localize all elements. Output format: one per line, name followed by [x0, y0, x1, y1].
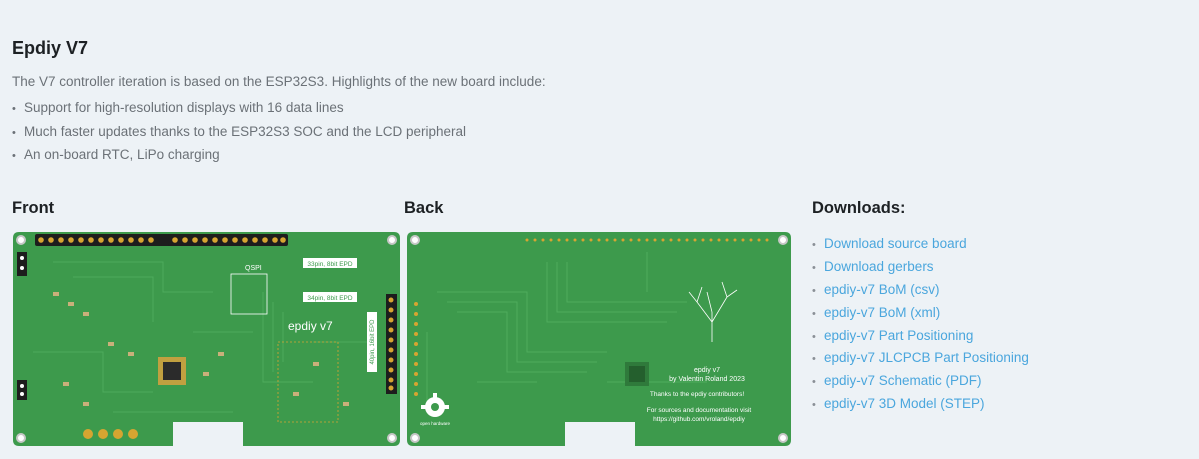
back-thanks: Thanks to the epdiy contributors! — [650, 391, 744, 398]
bullet-icon: • — [12, 103, 16, 115]
list-item: • Download source board — [812, 236, 1029, 259]
bullet-icon: • — [12, 150, 16, 162]
list-item: • epdiy-v7 JLCPCB Part Positioning — [812, 350, 1029, 373]
bullet-icon: • — [812, 307, 816, 320]
page-title: Epdiy V7 — [12, 38, 89, 58]
front-connector-label-mid: 34pin, 8bit EPD — [307, 295, 352, 302]
front-board-label: epdiy v7 — [288, 319, 333, 333]
bullet-icon: • — [812, 330, 816, 343]
pcb-back-image[interactable]: epdiy v7 by Valentin Roland 2023 Thanks … — [407, 232, 791, 446]
highlight-text: An on-board RTC, LiPo charging — [24, 147, 220, 162]
bom-csv-link[interactable]: epdiy-v7 BoM (csv) — [824, 281, 940, 297]
front-connector-label-side: 40pin, 16bit EPD — [370, 319, 376, 365]
download-source-board-link[interactable]: Download source board — [824, 236, 967, 251]
list-item: • epdiy-v7 BoM (xml) — [812, 305, 1029, 328]
back-sources: For sources and documentation visit — [647, 407, 752, 414]
list-item: • Support for high-resolution displays wi… — [12, 100, 466, 124]
list-item: • epdiy-v7 Part Positioning — [812, 328, 1029, 351]
bullet-icon: • — [812, 239, 816, 251]
svg-text:open hardware: open hardware — [420, 421, 451, 426]
highlight-text: Support for high-resolution displays wit… — [24, 100, 344, 115]
schematic-pdf-link[interactable]: epdiy-v7 Schematic (PDF) — [824, 373, 982, 389]
bullet-icon: • — [812, 261, 816, 274]
3d-model-step-link[interactable]: epdiy-v7 3D Model (STEP) — [824, 396, 985, 412]
back-url: https://github.com/vroland/epdiy — [653, 416, 746, 423]
jlcpcb-positioning-link[interactable]: epdiy-v7 JLCPCB Part Positioning — [824, 350, 1029, 366]
back-heading: Back — [404, 199, 444, 217]
list-item: • epdiy-v7 Schematic (PDF) — [812, 373, 1029, 396]
bullet-icon: • — [812, 399, 816, 412]
front-connector-label-top: 33pin, 8bit EPD — [307, 261, 352, 268]
downloads-heading: Downloads: — [812, 199, 906, 217]
pcb-front-image[interactable]: 33pin, 8bit EPD 34pin, 8bit EPD 40pin, 1… — [13, 232, 400, 446]
bullet-icon: • — [812, 284, 816, 297]
bullet-icon: • — [12, 126, 16, 139]
list-item: • An on-board RTC, LiPo charging — [12, 147, 466, 171]
bullet-icon: • — [812, 353, 816, 366]
back-board-title: epdiy v7 — [694, 367, 720, 374]
front-heading: Front — [12, 199, 55, 217]
part-positioning-link[interactable]: epdiy-v7 Part Positioning — [824, 327, 974, 343]
back-author: by Valentin Roland 2023 — [669, 376, 745, 383]
intro-text: The V7 controller iteration is based on … — [12, 74, 546, 89]
highlights-list: • Support for high-resolution displays wi… — [12, 100, 466, 171]
list-item: • Download gerbers — [812, 259, 1029, 282]
qspi-label: QSPI — [245, 265, 262, 272]
highlight-text: Much faster updates thanks to the ESP32S… — [24, 123, 467, 139]
downloads-list: • Download source board • Download gerbers… — [812, 236, 1029, 419]
open-hardware-logo-icon: open hardware — [420, 393, 451, 426]
bom-xml-link[interactable]: epdiy-v7 BoM (xml) — [824, 304, 941, 320]
list-item: • epdiy-v7 BoM (csv) — [812, 282, 1029, 305]
list-item: • Much faster updates thanks to the ESP32… — [12, 124, 466, 148]
bullet-icon: • — [812, 376, 816, 389]
download-gerbers-link[interactable]: Download gerbers — [824, 258, 934, 274]
list-item: • epdiy-v7 3D Model (STEP) — [812, 396, 1029, 419]
